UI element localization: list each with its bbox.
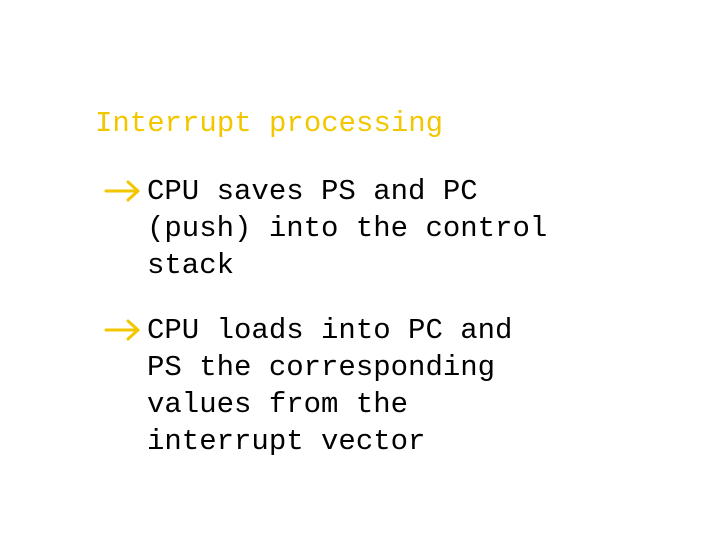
bullet-text: CPU saves PS and PC (push) into the cont… — [147, 175, 548, 282]
bullet-text: CPU loads into PC and PS the correspondi… — [147, 314, 513, 458]
arrow-right-icon — [104, 319, 140, 341]
slide-title: Interrupt processing — [95, 107, 444, 140]
arrow-right-icon — [104, 180, 140, 202]
